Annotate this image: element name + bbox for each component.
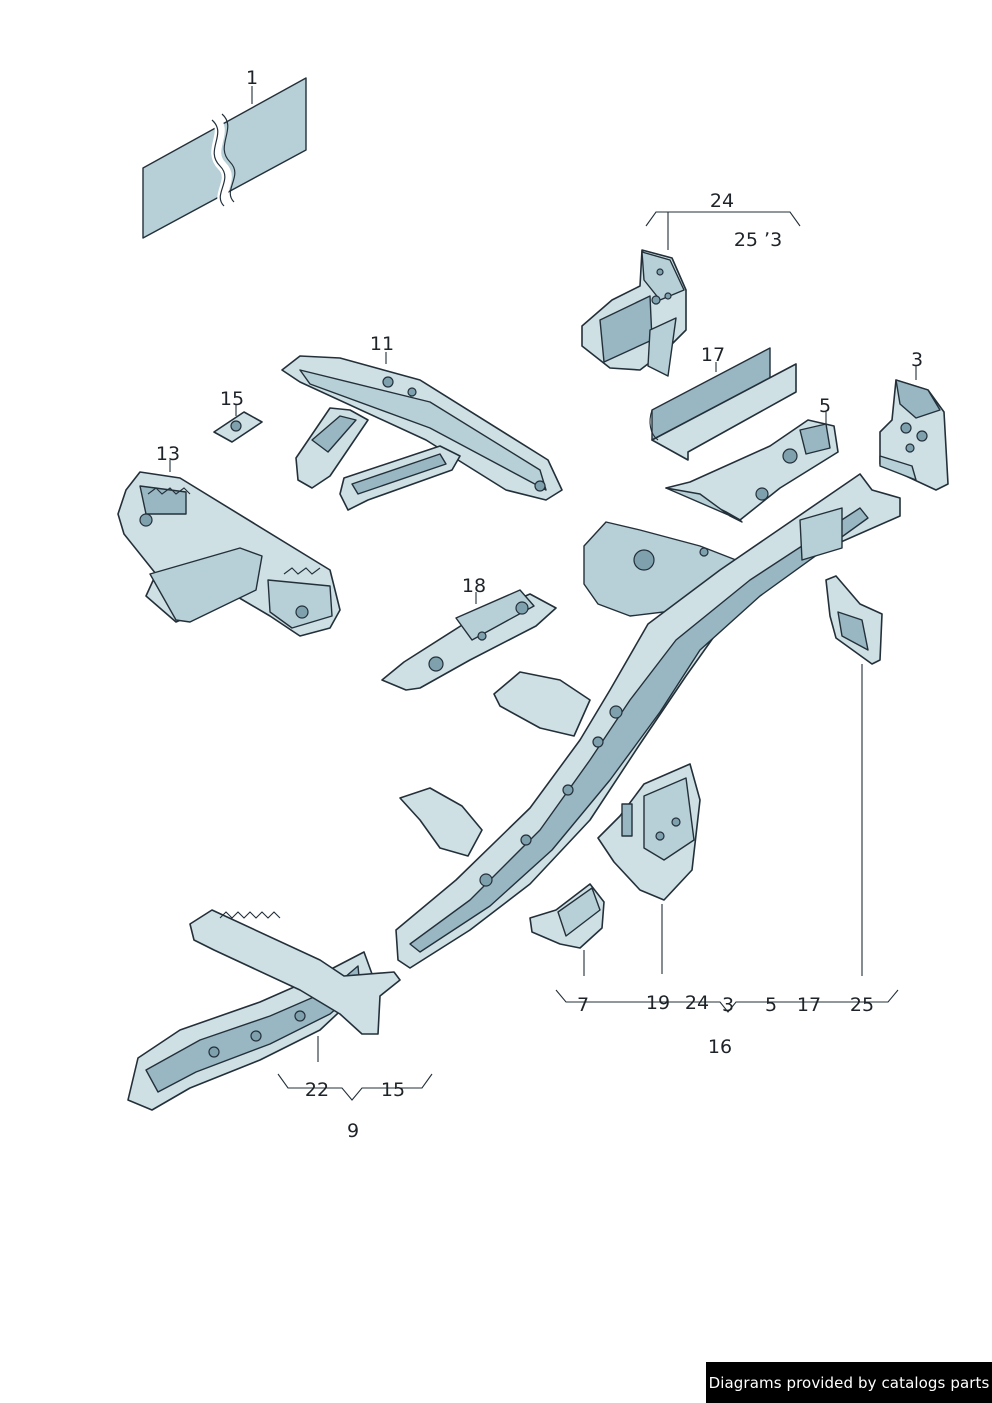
callout-25-bottom: 25 [850,994,874,1016]
callout-19: 19 [646,992,670,1014]
callout-16: 16 [708,1036,732,1058]
callout-25-3-top: 25 ʼ3 [734,229,782,251]
callout-18: 18 [462,575,486,597]
part-16-main-rail[interactable] [395,473,901,969]
part-22-rear-rail[interactable] [127,909,401,1111]
callout-7: 7 [577,994,589,1016]
part-13-rail[interactable] [117,471,341,637]
part-18-floor-plate[interactable] [381,589,557,691]
callout-9: 9 [347,1120,359,1142]
callout-5-bottom: 5 [765,994,777,1016]
part-7-support[interactable] [529,883,605,949]
part-15-plate[interactable] [213,411,263,443]
part-17-strip[interactable] [649,347,797,461]
callout-labels: 1 24 25 ʼ3 11 17 3 15 5 13 18 7 19 24 3 … [156,67,923,1142]
callout-15-top: 15 [220,388,244,410]
callout-17-bottom: 17 [797,994,821,1016]
callout-3-top: 3 [911,349,923,371]
callout-22: 22 [305,1079,329,1101]
part-5-plate[interactable] [665,419,839,523]
callout-24-bottom: 24 [685,992,709,1014]
part-25-bracket[interactable] [825,575,883,665]
callout-5-top: 5 [819,395,831,417]
callout-15-bottom: 15 [381,1079,405,1101]
part-3-bracket[interactable] [879,379,949,491]
leader-lines [169,86,917,1101]
part-1-sheet[interactable] [142,77,307,239]
callout-24-top: 24 [710,190,734,212]
callout-13: 13 [156,443,180,465]
diagram-credit-badge: Diagrams provided by catalogs parts [706,1362,992,1403]
callout-3-bottom: 3 [722,994,734,1016]
callout-17-top: 17 [701,344,725,366]
part-19-bracket[interactable] [597,763,701,901]
part-24-bracket[interactable] [581,249,687,377]
callout-11: 11 [370,333,394,355]
callout-1: 1 [246,67,258,89]
diagram-credit-text: Diagrams provided by catalogs parts [708,1373,990,1392]
part-11-crossmember[interactable] [281,355,563,511]
